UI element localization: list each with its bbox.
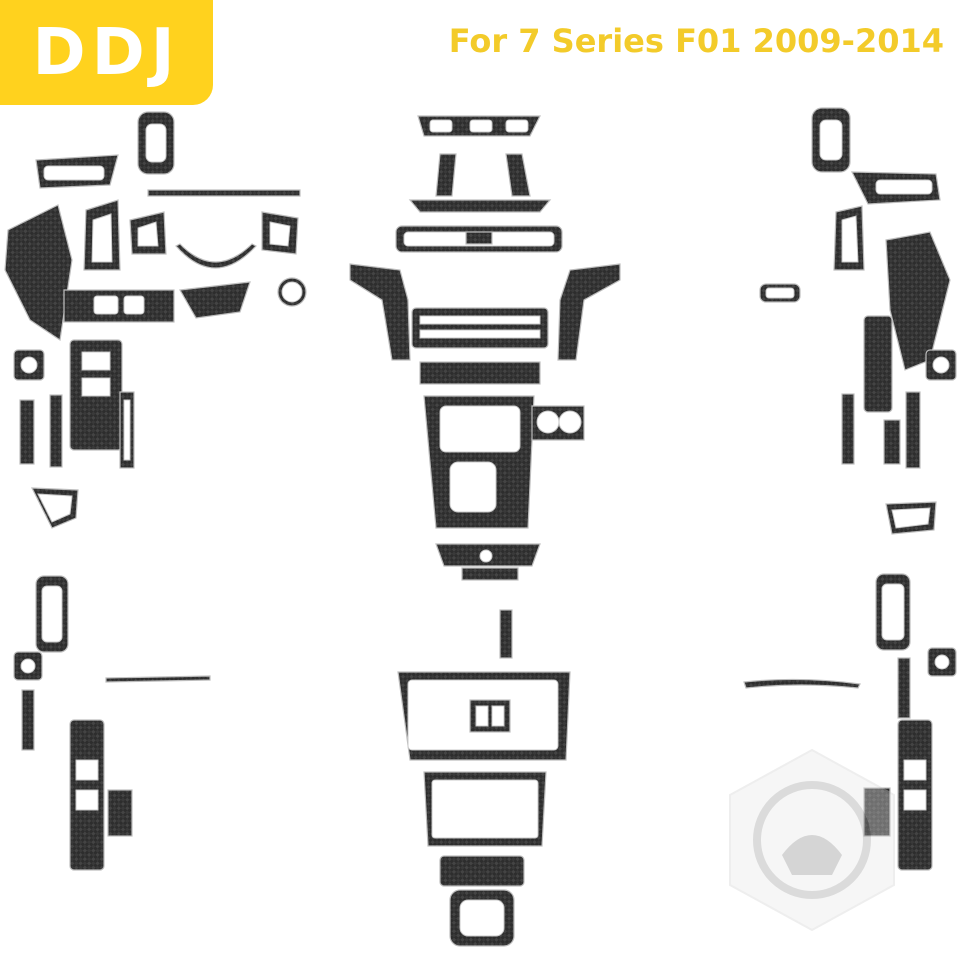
trim-piece: [863, 787, 891, 837]
trim-piece: [105, 675, 211, 683]
trim-piece: [557, 263, 621, 361]
right-parts-group: [759, 107, 957, 535]
trim-piece: [175, 243, 257, 269]
lower-left-parts-group: [13, 575, 211, 871]
trim-piece: [419, 361, 541, 385]
trim-piece: [19, 399, 35, 465]
trim-piece: [841, 393, 855, 465]
center-parts-group: [349, 115, 621, 947]
brand-logo-text: DDJ: [32, 15, 181, 90]
trim-piece: [743, 678, 861, 689]
trim-piece: [461, 567, 519, 581]
trim-piece: [883, 419, 901, 465]
trim-piece: [885, 231, 951, 371]
trim-piece: [21, 689, 35, 751]
trim-piece: [897, 657, 911, 719]
trim-piece: [63, 289, 175, 323]
trim-piece: [147, 189, 301, 197]
trim-piece: [905, 391, 921, 469]
trim-piece: [4, 204, 73, 342]
trim-piece: [408, 199, 552, 213]
lower-right-parts-group: [743, 573, 957, 871]
helmet-logo-icon: [729, 748, 895, 932]
compatibility-headline: For 7 Series F01 2009-2014: [448, 22, 944, 60]
trim-piece: [499, 609, 513, 659]
trim-piece: [49, 394, 63, 468]
trim-piece: [465, 231, 493, 245]
trim-piece: [439, 855, 525, 887]
trim-piece: [863, 315, 893, 413]
trim-piece: [435, 153, 457, 197]
trim-piece: [349, 263, 411, 361]
trim-piece: [107, 789, 133, 837]
left-parts-group: [4, 111, 307, 529]
trim-piece: [411, 307, 549, 349]
trim-piece: [179, 281, 251, 319]
brand-badge: DDJ: [0, 0, 213, 105]
trim-piece: [505, 153, 531, 197]
